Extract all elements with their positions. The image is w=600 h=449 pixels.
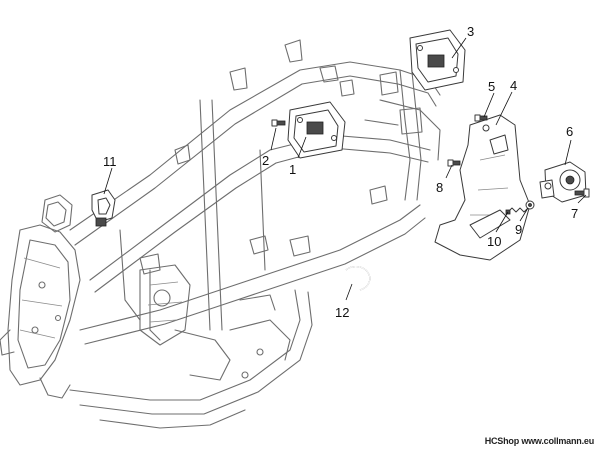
scooter-frame xyxy=(0,39,441,429)
callout-12: 12 xyxy=(335,305,349,320)
callout-10: 10 xyxy=(487,234,501,249)
part-washer-9 xyxy=(525,200,535,210)
callout-5: 5 xyxy=(488,79,495,94)
part-screw-2 xyxy=(271,119,286,127)
part-hinge-center xyxy=(287,101,346,159)
callout-labels: 1 2 3 4 5 6 7 8 9 10 11 12 xyxy=(103,24,578,320)
callout-11: 11 xyxy=(103,154,117,169)
watermark-footer: HCShop www.collmann.eu xyxy=(485,436,594,446)
part-lock-actuator xyxy=(539,161,587,203)
callout-4: 4 xyxy=(510,78,517,93)
part-cover-bracket xyxy=(434,114,531,261)
part-circlip-12 xyxy=(345,266,371,291)
part-bolt-5 xyxy=(474,114,488,122)
leader-lines xyxy=(103,37,587,301)
part-clip-11 xyxy=(91,189,116,227)
callout-9: 9 xyxy=(515,222,522,237)
callout-1: 1 xyxy=(289,162,296,177)
callout-6: 6 xyxy=(566,124,573,139)
footer-brand: HCShop xyxy=(484,436,519,446)
callout-3: 3 xyxy=(467,24,474,39)
callout-7: 7 xyxy=(571,206,578,221)
callout-2: 2 xyxy=(262,153,269,168)
part-screw-8 xyxy=(447,159,461,167)
footer-site: www.collmann.eu xyxy=(521,436,594,446)
callout-8: 8 xyxy=(436,180,443,195)
part-screw-7 xyxy=(574,188,590,198)
part-hinge-upper xyxy=(409,29,466,91)
